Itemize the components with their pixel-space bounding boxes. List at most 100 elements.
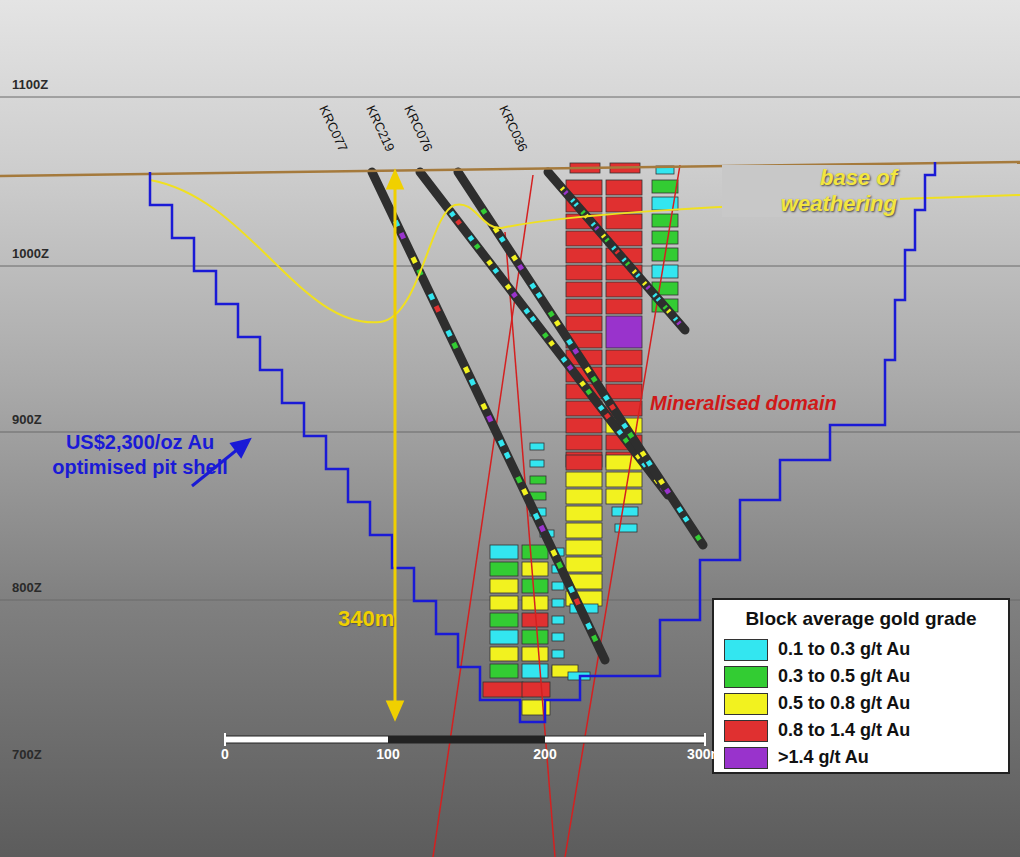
assay-interval xyxy=(494,269,497,273)
assay-interval xyxy=(587,390,590,394)
grade-block xyxy=(490,664,518,678)
assay-interval xyxy=(562,188,564,190)
grade-block xyxy=(552,616,564,624)
legend-text: >1.4 g/t Au xyxy=(778,747,869,768)
grid-label: 800Z xyxy=(12,580,42,595)
assay-interval xyxy=(518,477,521,482)
grade-block xyxy=(566,523,602,538)
assay-interval xyxy=(568,340,571,344)
assay-interval xyxy=(538,293,541,297)
assay-interval xyxy=(532,284,535,288)
assay-interval xyxy=(634,271,636,273)
assay-interval xyxy=(582,212,584,214)
assay-interval xyxy=(697,536,700,540)
assay-interval xyxy=(593,377,596,381)
depth-arrow xyxy=(388,172,402,718)
scale-label: 300m xyxy=(687,746,723,762)
assay-interval xyxy=(660,480,663,484)
legend-text: 0.5 to 0.8 g/t Au xyxy=(778,693,910,714)
grade-block xyxy=(566,472,602,487)
assay-interval xyxy=(648,461,651,465)
grade-block xyxy=(566,282,602,297)
assay-interval xyxy=(678,322,680,324)
assay-interval xyxy=(588,623,591,628)
assay-interval xyxy=(679,508,682,512)
grade-block xyxy=(490,562,518,576)
grade-block xyxy=(552,599,564,607)
assay-interval xyxy=(642,452,645,456)
assay-interval xyxy=(623,424,626,428)
grade-block xyxy=(606,472,642,487)
hole-label: KRC076 xyxy=(401,103,435,154)
grade-block xyxy=(490,613,518,627)
grid-label: 700Z xyxy=(12,747,42,762)
assay-interval xyxy=(606,414,609,418)
assay-interval xyxy=(470,237,473,241)
grade-block xyxy=(606,350,642,365)
assay-interval xyxy=(556,321,559,325)
assay-interval xyxy=(483,209,486,213)
assay-interval xyxy=(454,343,457,348)
assay-interval xyxy=(544,334,547,338)
grade-block xyxy=(566,455,602,470)
assay-interval xyxy=(565,192,567,194)
grade-block xyxy=(490,596,518,610)
scale-label: 0 xyxy=(221,746,229,762)
assay-interval xyxy=(569,366,572,370)
assay-interval xyxy=(448,331,451,336)
grade-block xyxy=(490,545,518,559)
pit-label: US$2,300/oz Au optimised pit shell xyxy=(40,430,240,480)
block-model xyxy=(483,163,678,715)
assay-interval xyxy=(605,396,608,400)
assay-interval xyxy=(581,382,584,386)
grid-label: 1000Z xyxy=(12,246,49,261)
legend-row: >1.4 g/t Au xyxy=(724,744,1008,771)
grade-block xyxy=(530,476,546,484)
grade-block xyxy=(552,582,564,590)
legend-text: 0.3 to 0.5 g/t Au xyxy=(778,666,910,687)
assay-interval xyxy=(576,599,579,604)
hole-label: KRC077 xyxy=(316,103,350,154)
grade-block xyxy=(552,650,564,658)
legend-row: 0.8 to 1.4 g/t Au xyxy=(724,717,1008,744)
grade-block xyxy=(606,282,642,297)
grade-block xyxy=(606,316,642,348)
assay-interval xyxy=(647,287,649,289)
drill-holes xyxy=(372,172,703,660)
grade-block xyxy=(522,682,550,697)
assay-interval xyxy=(476,245,479,249)
legend-text: 0.1 to 0.3 g/t Au xyxy=(778,639,910,660)
assay-interval xyxy=(471,379,474,384)
assay-interval xyxy=(430,294,433,299)
assay-interval xyxy=(436,306,439,311)
assay-interval xyxy=(575,204,577,206)
legend-title: Block average gold grade xyxy=(714,608,1008,630)
legend-swatch xyxy=(724,666,768,688)
assay-interval xyxy=(596,227,598,229)
grade-block xyxy=(522,545,548,559)
grade-block xyxy=(522,664,548,678)
domain-label: Mineralised domain xyxy=(650,392,837,415)
grade-block xyxy=(483,682,523,697)
assay-interval xyxy=(483,404,486,409)
scale-label: 100 xyxy=(376,746,399,762)
assay-interval xyxy=(600,406,603,410)
legend-text: 0.8 to 1.4 g/t Au xyxy=(778,720,910,741)
assay-interval xyxy=(550,312,553,316)
assay-interval xyxy=(563,358,566,362)
assay-interval xyxy=(603,235,605,237)
grade-block xyxy=(606,197,642,212)
legend-row: 0.1 to 0.3 g/t Au xyxy=(724,636,1008,663)
grade-block xyxy=(566,418,602,433)
assay-interval xyxy=(574,349,577,353)
assay-interval xyxy=(668,310,670,312)
assay-interval xyxy=(465,367,468,372)
grade-block xyxy=(522,647,548,661)
weathering-label: base of weathering xyxy=(722,165,900,217)
grade-block xyxy=(612,507,638,516)
assay-interval xyxy=(685,517,688,521)
grade-block xyxy=(522,579,548,593)
assay-interval xyxy=(630,433,633,437)
assay-interval xyxy=(625,438,628,442)
grade-block xyxy=(530,460,544,467)
